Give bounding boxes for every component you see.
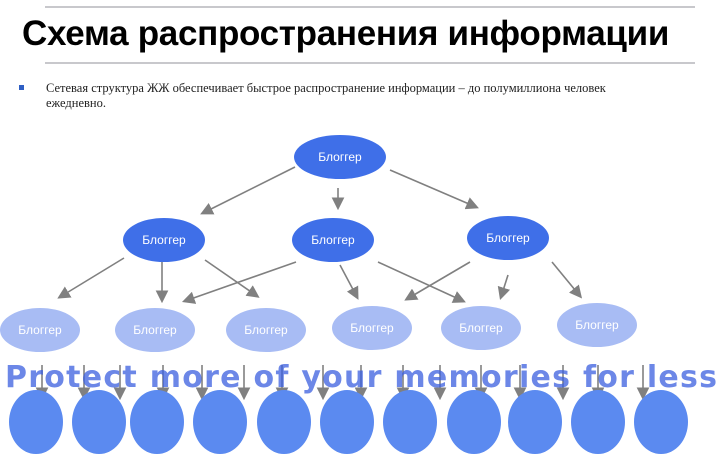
bullet-text: Сетевая структура ЖЖ обеспечивает быстро… (46, 81, 606, 110)
node-shape (9, 390, 63, 454)
node-label: Блоггер (311, 233, 355, 247)
node-label: Блоггер (133, 323, 177, 337)
node-shape (193, 390, 247, 454)
node-reader (9, 390, 63, 454)
node-shape (294, 135, 386, 179)
node-level3: Блоггер (0, 308, 80, 352)
node-root: Блоггер (294, 135, 386, 179)
node-shape (292, 218, 374, 262)
slide-title: Схема распространения информации (22, 14, 670, 53)
node-shape (130, 390, 184, 454)
arrow (181, 261, 297, 304)
node-reader (193, 390, 247, 454)
node-level3: Блоггер (441, 306, 521, 350)
node-shape (123, 218, 205, 262)
node-level3: Блоггер (557, 303, 637, 347)
node-shape (441, 306, 521, 350)
node-reader (508, 390, 562, 454)
node-label: Блоггер (350, 321, 394, 335)
watermark: Protect more of your memories for less (5, 360, 717, 395)
node-shape (72, 390, 126, 454)
node-label: Блоггер (318, 150, 362, 164)
node-label: Блоггер (142, 233, 186, 247)
arrow (377, 261, 466, 303)
node-level2: Блоггер (123, 218, 205, 262)
node-reader (130, 390, 184, 454)
node-reader (72, 390, 126, 454)
node-shape (383, 390, 437, 454)
arrow (339, 264, 359, 300)
node-label: Блоггер (575, 318, 619, 332)
node-shape (634, 390, 688, 454)
top-rule (45, 6, 695, 8)
node-shape (508, 390, 562, 454)
node-reader (320, 390, 374, 454)
node-shape (320, 390, 374, 454)
node-reader (257, 390, 311, 454)
node-label: Блоггер (18, 323, 62, 337)
node-level2: Блоггер (292, 218, 374, 262)
arrow (204, 259, 260, 298)
node-level2: Блоггер (467, 216, 549, 260)
arrow (389, 169, 479, 210)
arrow (497, 274, 511, 301)
node-shape (226, 308, 306, 352)
node-reader (383, 390, 437, 454)
node-shape (115, 308, 195, 352)
bullet-icon (19, 85, 24, 90)
node-shape (257, 390, 311, 454)
node-reader (447, 390, 501, 454)
node-shape (557, 303, 637, 347)
arrow (404, 261, 471, 301)
arrow (57, 257, 125, 299)
node-shape (447, 390, 501, 454)
node-shape (467, 216, 549, 260)
node-label: Блоггер (486, 231, 530, 245)
node-level3: Блоггер (332, 306, 412, 350)
node-shape (0, 308, 80, 352)
node-level3: Блоггер (226, 308, 306, 352)
arrow (551, 261, 583, 299)
node-reader (634, 390, 688, 454)
node-shape (571, 390, 625, 454)
title-rule (45, 62, 695, 64)
node-level3: Блоггер (115, 308, 195, 352)
node-label: Блоггер (459, 321, 503, 335)
node-reader (571, 390, 625, 454)
node-shape (332, 306, 412, 350)
node-label: Блоггер (244, 323, 288, 337)
arrow (200, 166, 296, 215)
